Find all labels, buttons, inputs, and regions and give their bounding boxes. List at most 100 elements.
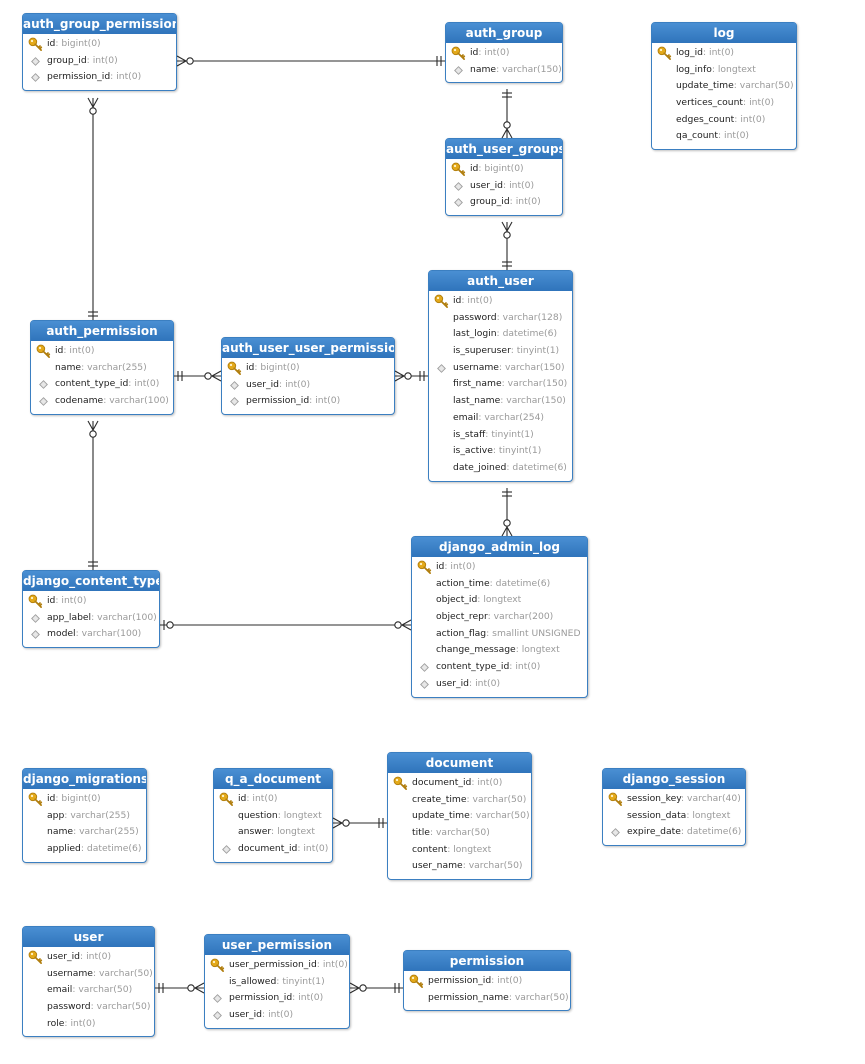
field-row[interactable]: id: bigint(0) — [446, 161, 562, 178]
field-type: int(0) — [134, 378, 160, 390]
field-row[interactable]: answer: longtext — [214, 824, 332, 841]
field-type: varchar(150) — [504, 361, 565, 373]
field-type: bigint(0) — [61, 793, 101, 804]
relationship-user-permission-to-permission — [349, 982, 403, 994]
field-row[interactable]: change_message: longtext — [412, 642, 587, 659]
field-row[interactable]: email: varchar(50) — [23, 982, 154, 999]
field-row[interactable]: update_time: varchar(50) — [652, 78, 796, 95]
field-row[interactable]: permission_name: varchar(50) — [404, 990, 570, 1007]
field-row[interactable]: last_name: varchar(150) — [429, 393, 572, 410]
field-row[interactable]: name: varchar(255) — [31, 360, 173, 377]
field-row[interactable]: user_permission_id: int(0) — [205, 957, 349, 974]
field-name: update_time — [412, 810, 470, 822]
field-row[interactable]: user_id: int(0) — [446, 178, 562, 195]
field-separator: : — [477, 594, 484, 606]
field-row[interactable]: log_id: int(0) — [652, 45, 796, 62]
field-row[interactable]: user_id: int(0) — [23, 949, 154, 966]
field-row[interactable]: user_id: int(0) — [222, 377, 394, 394]
field-row[interactable]: session_data: longtext — [603, 808, 745, 825]
field-row[interactable]: is_staff: tinyint(1) — [429, 427, 572, 444]
field-row[interactable]: password: varchar(128) — [429, 310, 572, 327]
field-row[interactable]: id: bigint(0) — [23, 36, 176, 53]
field-row[interactable]: expire_date: datetime(6) — [603, 824, 745, 841]
field-row[interactable]: username: varchar(150) — [429, 360, 572, 377]
field-row[interactable]: model: varchar(100) — [23, 626, 159, 643]
field-row[interactable]: user_id: int(0) — [412, 676, 587, 693]
field-separator: : — [509, 661, 516, 673]
field-row[interactable]: edges_count: int(0) — [652, 112, 796, 129]
field-row[interactable]: qa_count: int(0) — [652, 128, 796, 145]
table-title: permission — [404, 951, 570, 971]
field-row[interactable]: is_allowed: tinyint(1) — [205, 974, 349, 991]
field-row[interactable]: app_label: varchar(100) — [23, 610, 159, 627]
field-name: app — [47, 809, 65, 821]
field-row[interactable]: vertices_count: int(0) — [652, 95, 796, 112]
field-row[interactable]: user_id: int(0) — [205, 1007, 349, 1024]
field-row[interactable]: id: int(0) — [429, 293, 572, 310]
field-row[interactable]: id: int(0) — [214, 791, 332, 808]
field-row[interactable]: is_superuser: tinyint(1) — [429, 343, 572, 360]
field-type: int(0) — [303, 843, 329, 855]
field-row[interactable]: permission_id: int(0) — [23, 69, 176, 86]
field-row[interactable]: permission_id: int(0) — [404, 973, 570, 990]
field-row[interactable]: applied: datetime(6) — [23, 841, 146, 858]
field-row[interactable]: name: varchar(255) — [23, 824, 146, 841]
field-row[interactable]: id: bigint(0) — [23, 791, 146, 808]
field-row[interactable]: email: varchar(254) — [429, 410, 572, 427]
field-row[interactable]: id: int(0) — [31, 343, 173, 360]
field-row[interactable]: is_active: tinyint(1) — [429, 443, 572, 460]
field-row[interactable]: content: longtext — [388, 842, 531, 859]
field-row[interactable]: name: varchar(150) — [446, 62, 562, 79]
field-row[interactable]: permission_id: int(0) — [205, 990, 349, 1007]
field-row[interactable]: user_name: varchar(50) — [388, 858, 531, 875]
field-row[interactable]: username: varchar(50) — [23, 966, 154, 983]
field-row[interactable]: object_id: longtext — [412, 592, 587, 609]
field-row[interactable]: update_time: varchar(50) — [388, 808, 531, 825]
field-row[interactable]: title: varchar(50) — [388, 825, 531, 842]
field-row[interactable]: question: longtext — [214, 808, 332, 825]
field-row[interactable]: create_time: varchar(50) — [388, 792, 531, 809]
field-row[interactable]: app: varchar(255) — [23, 808, 146, 825]
field-row[interactable]: permission_id: int(0) — [222, 393, 394, 410]
field-row[interactable]: id: int(0) — [23, 593, 159, 610]
field-row[interactable]: group_id: int(0) — [446, 194, 562, 211]
field-row[interactable]: content_type_id: int(0) — [412, 659, 587, 676]
field-name: name — [470, 63, 497, 75]
field-row[interactable]: codename: varchar(100) — [31, 393, 173, 410]
field-row[interactable]: last_login: datetime(6) — [429, 326, 572, 343]
field-row[interactable]: log_info: longtext — [652, 62, 796, 79]
field-row[interactable]: id: bigint(0) — [222, 360, 394, 377]
field-row[interactable]: action_time: datetime(6) — [412, 576, 587, 593]
field-row[interactable]: first_name: varchar(150) — [429, 376, 572, 393]
field-row[interactable]: object_repr: varchar(200) — [412, 609, 587, 626]
field-name: password — [453, 311, 497, 323]
field-separator: : — [686, 809, 693, 821]
table-permission[interactable]: permission permission_id: int(0)permissio… — [403, 950, 571, 1012]
field-row[interactable]: id: int(0) — [446, 45, 562, 62]
field-row[interactable]: group_id: int(0) — [23, 53, 176, 70]
field-row[interactable]: id: int(0) — [412, 559, 587, 576]
field-row[interactable]: content_type_id: int(0) — [31, 376, 173, 393]
field-row[interactable]: date_joined: datetime(6) — [429, 460, 572, 477]
field-row[interactable]: role: int(0) — [23, 1016, 154, 1033]
field-row[interactable]: action_flag: smallint UNSIGNED — [412, 626, 587, 643]
field-row[interactable]: password: varchar(50) — [23, 999, 154, 1016]
field-row[interactable]: document_id: int(0) — [214, 841, 332, 858]
field-row[interactable]: document_id: int(0) — [388, 775, 531, 792]
field-row[interactable]: session_key: varchar(40) — [603, 791, 745, 808]
